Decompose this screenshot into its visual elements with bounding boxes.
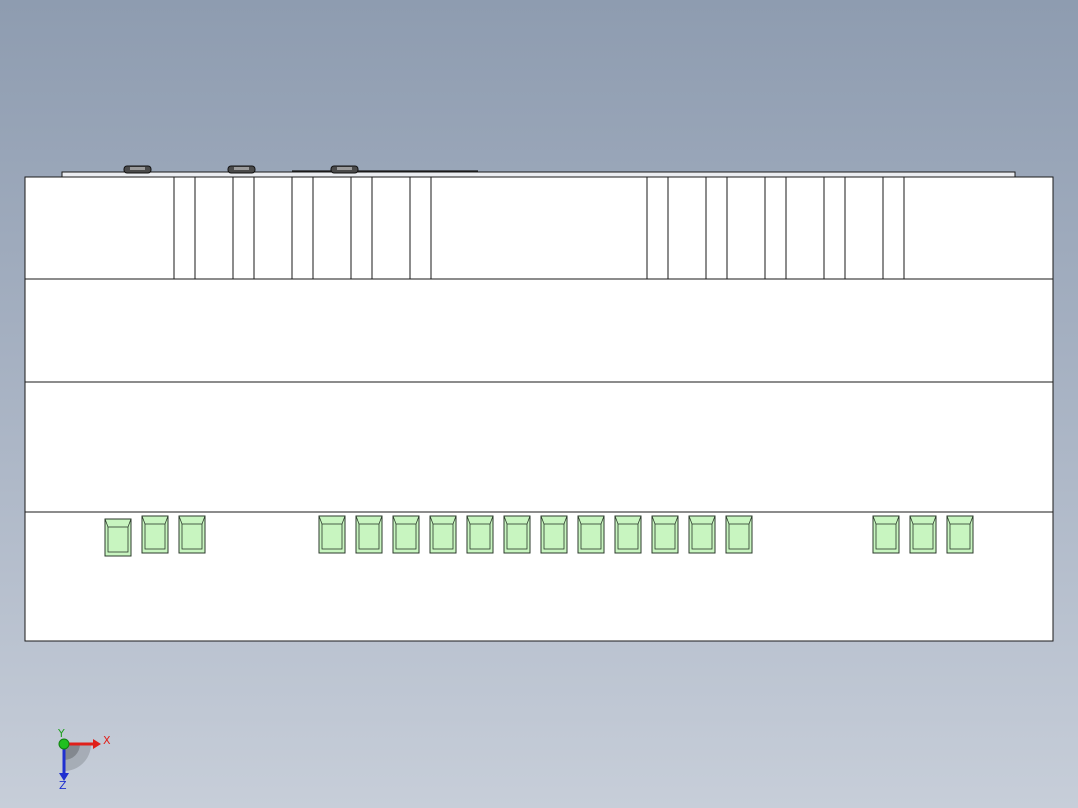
rib-lines bbox=[173, 177, 905, 279]
led-indicator bbox=[651, 515, 679, 554]
led-indicator bbox=[503, 515, 531, 554]
knob-3[interactable] bbox=[330, 165, 359, 174]
x-axis-label: X bbox=[103, 734, 111, 747]
led-indicator-row bbox=[104, 515, 974, 557]
led-indicator bbox=[355, 515, 383, 554]
led-indicator bbox=[909, 515, 937, 554]
led-indicator bbox=[318, 515, 346, 554]
led-indicator bbox=[946, 515, 974, 554]
knob-1[interactable] bbox=[123, 165, 152, 174]
y-axis-label: Y bbox=[57, 727, 65, 740]
led-indicator bbox=[725, 515, 753, 554]
led-indicator bbox=[392, 515, 420, 554]
led-indicator bbox=[141, 515, 169, 554]
led-indicator bbox=[178, 515, 206, 554]
led-indicator bbox=[577, 515, 605, 554]
led-indicator bbox=[614, 515, 642, 554]
knob-2[interactable] bbox=[227, 165, 256, 174]
led-indicator bbox=[872, 515, 900, 554]
housing-body[interactable] bbox=[24, 176, 1054, 642]
z-axis-label: Z bbox=[59, 779, 67, 792]
y-axis-dot bbox=[58, 738, 70, 750]
led-indicator bbox=[688, 515, 716, 554]
led-indicator bbox=[540, 515, 568, 554]
led-indicator bbox=[466, 515, 494, 554]
led-indicator bbox=[429, 515, 457, 554]
led-indicator bbox=[104, 518, 132, 557]
